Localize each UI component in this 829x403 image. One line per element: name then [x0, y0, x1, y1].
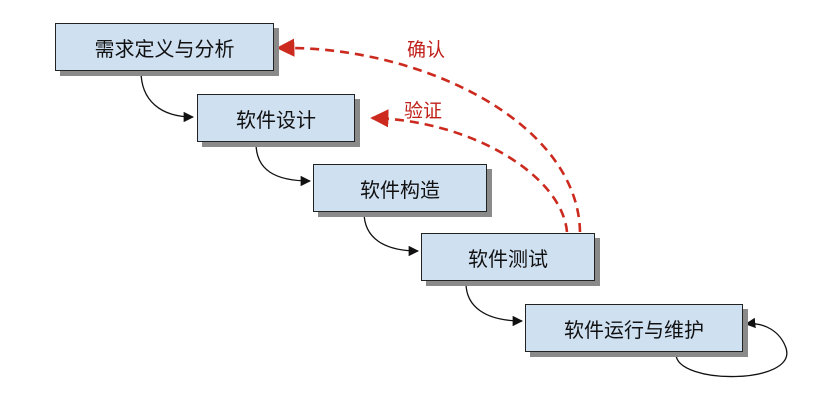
stage-label: 软件构造 — [360, 177, 440, 202]
stage-label: 软件设计 — [236, 107, 316, 132]
stage-construction: 软件构造 — [313, 164, 487, 212]
stage-testing: 软件测试 — [421, 233, 595, 281]
flow-arrow-requirements-to-design — [140, 70, 195, 123]
stage-label: 软件测试 — [468, 246, 548, 271]
stage-maintenance: 软件运行与维护 — [525, 304, 743, 352]
verify-label: 验证 — [404, 100, 443, 122]
stage-label: 软件运行与维护 — [564, 317, 704, 342]
confirm-label: 确认 — [407, 39, 446, 61]
flow-arrow-maintenance-self-loop — [675, 317, 788, 378]
flow-arrow-design-to-construction — [255, 142, 312, 187]
flow-arrow-testing-to-maintenance — [465, 282, 524, 327]
stage-label: 需求定义与分析 — [94, 36, 235, 61]
stage-design: 软件设计 — [197, 94, 355, 142]
stage-requirements: 需求定义与分析 — [55, 23, 274, 71]
feedback-arrow-verify — [370, 109, 569, 233]
flow-arrow-construction-to-testing — [363, 211, 420, 257]
